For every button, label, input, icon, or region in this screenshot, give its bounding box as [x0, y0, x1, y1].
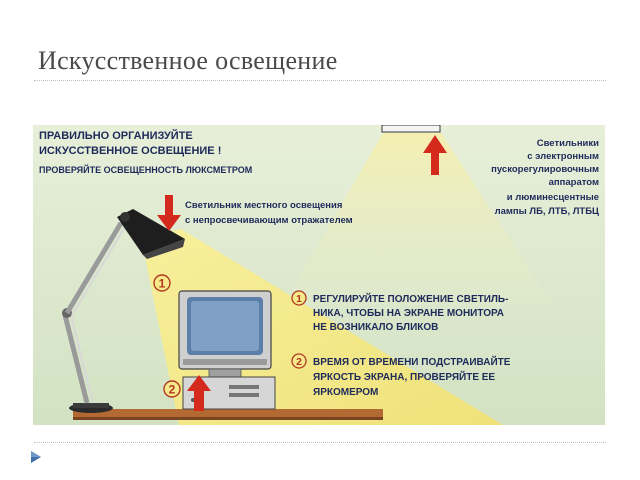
marker-2-label: 2 [169, 383, 176, 397]
tip-2-number: 2 [296, 356, 302, 368]
triangle-bullet-icon [30, 450, 42, 469]
crt-monitor-icon [178, 290, 276, 410]
ceiling-lamp-caption-line: пускорегулировочным [491, 164, 599, 175]
ceiling-lamp-icon [381, 125, 441, 133]
marker-1: 1 [153, 274, 171, 292]
tip-1: 1 РЕГУЛИРУЙТЕ ПОЛОЖЕНИЕ СВЕТИЛЬ- НИКА, Ч… [291, 290, 508, 333]
slide-title: Искусственное освещение [38, 46, 338, 75]
ceiling-light-wash [283, 133, 553, 305]
desk-lamp-icon [62, 209, 185, 413]
marker-1-label: 1 [159, 277, 166, 291]
ceiling-lamp-caption-line: с электронным [527, 151, 599, 162]
tip-2-line: ЯРКОМЕРОМ [313, 387, 378, 398]
tip-1-line: НЕ ВОЗНИКАЛО БЛИКОВ [313, 322, 438, 333]
tip-2-line: ВРЕМЯ ОТ ВРЕМЕНИ ПОДСТРАИВАЙТЕ [313, 355, 511, 368]
marker-2: 2 [163, 380, 181, 398]
title-divider [34, 80, 606, 81]
poster-heading-line3: ПРОВЕРЯЙТЕ ОСВЕЩЕННОСТЬ ЛЮКСМЕТРОМ [39, 164, 252, 175]
poster-heading-line1: ПРАВИЛЬНО ОРГАНИЗУЙТЕ [39, 129, 193, 142]
footer-divider [34, 442, 606, 443]
ceiling-lamp-caption-line: лампы ЛБ, ЛТБ, ЛТБЦ [495, 206, 599, 217]
lighting-poster: 1 2 ПРАВИЛЬНО ОРГАНИЗУЙТЕ ИСКУССТВЕННОЕ … [33, 125, 605, 425]
local-lamp-caption-line1: Светильник местного освещения [185, 200, 342, 211]
poster-heading-line2: ИСКУССТВЕННОЕ ОСВЕЩЕНИЕ ! [39, 145, 221, 157]
tip-2-line: ЯРКОСТЬ ЭКРАНА, ПРОВЕРЯЙТЕ ЕЕ [313, 370, 495, 383]
up-arrow-icon [187, 375, 211, 411]
tip-1-line: НИКА, ЧТОБЫ НА ЭКРАНЕ МОНИТОРА [313, 308, 504, 319]
down-arrow-icon [157, 195, 181, 231]
tip-1-number: 1 [296, 293, 302, 305]
ceiling-lamp-caption-line: Светильники [537, 138, 599, 149]
tip-2: 2 ВРЕМЯ ОТ ВРЕМЕНИ ПОДСТРАИВАЙТЕ ЯРКОСТЬ… [291, 353, 511, 398]
desk [73, 409, 383, 420]
up-arrow-icon [423, 135, 447, 175]
local-lamp-caption-line2: с непросвечивающим отражателем [185, 215, 353, 226]
ceiling-lamp-caption-line: и люминесцентные [507, 192, 599, 203]
ceiling-lamp-caption-line: аппаратом [549, 177, 599, 188]
tip-1-line: РЕГУЛИРУЙТЕ ПОЛОЖЕНИЕ СВЕТИЛЬ- [313, 292, 508, 305]
